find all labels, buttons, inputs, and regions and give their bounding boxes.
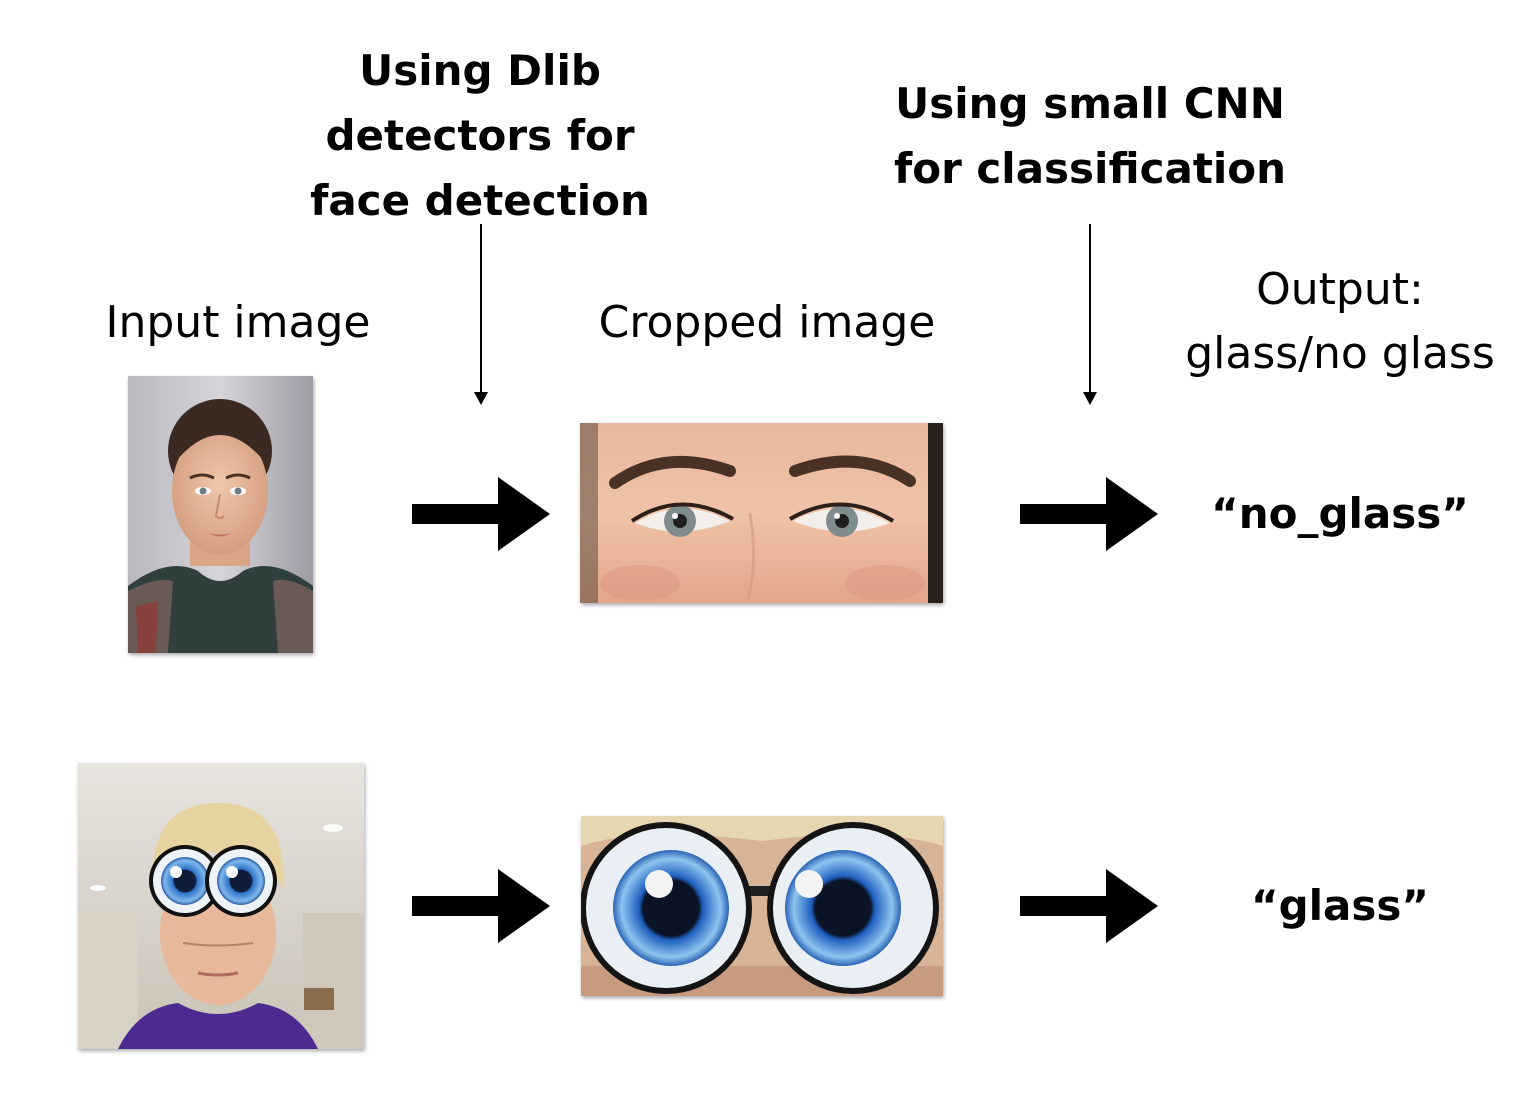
arrow-right xyxy=(1020,869,1158,943)
cropped-photo-no-glass xyxy=(580,423,943,603)
output-label-line: Output: xyxy=(1256,264,1424,315)
classifier-step-label: Using small CNN for classification xyxy=(870,71,1310,201)
detector-step-label: Using Dlib detectors for face detection xyxy=(300,38,660,233)
classifier-label-line: for classification xyxy=(893,144,1287,193)
output-label: Output: glass/no glass xyxy=(1180,258,1500,386)
arrow-right xyxy=(412,477,550,551)
detector-label-line: Using Dlib xyxy=(359,46,601,95)
detector-label-line: face detection xyxy=(310,176,650,225)
classifier-label-line: Using small CNN xyxy=(895,79,1285,128)
arrow-right xyxy=(412,869,550,943)
detector-label-line: detectors for xyxy=(325,111,635,160)
detector-pointer-arrow xyxy=(474,224,488,405)
input-image-label: Input image xyxy=(105,297,371,348)
result-label: “no_glass” xyxy=(1211,489,1469,538)
cropped-photo-glass xyxy=(581,816,943,996)
output-label-line: glass/no glass xyxy=(1185,328,1495,379)
input-photo-no-glass xyxy=(128,376,313,653)
input-photo-glass xyxy=(78,763,364,1049)
classifier-pointer-arrow xyxy=(1083,224,1097,405)
cropped-image-label: Cropped image xyxy=(598,297,936,348)
result-label: “glass” xyxy=(1250,881,1429,930)
arrow-right xyxy=(1020,477,1158,551)
